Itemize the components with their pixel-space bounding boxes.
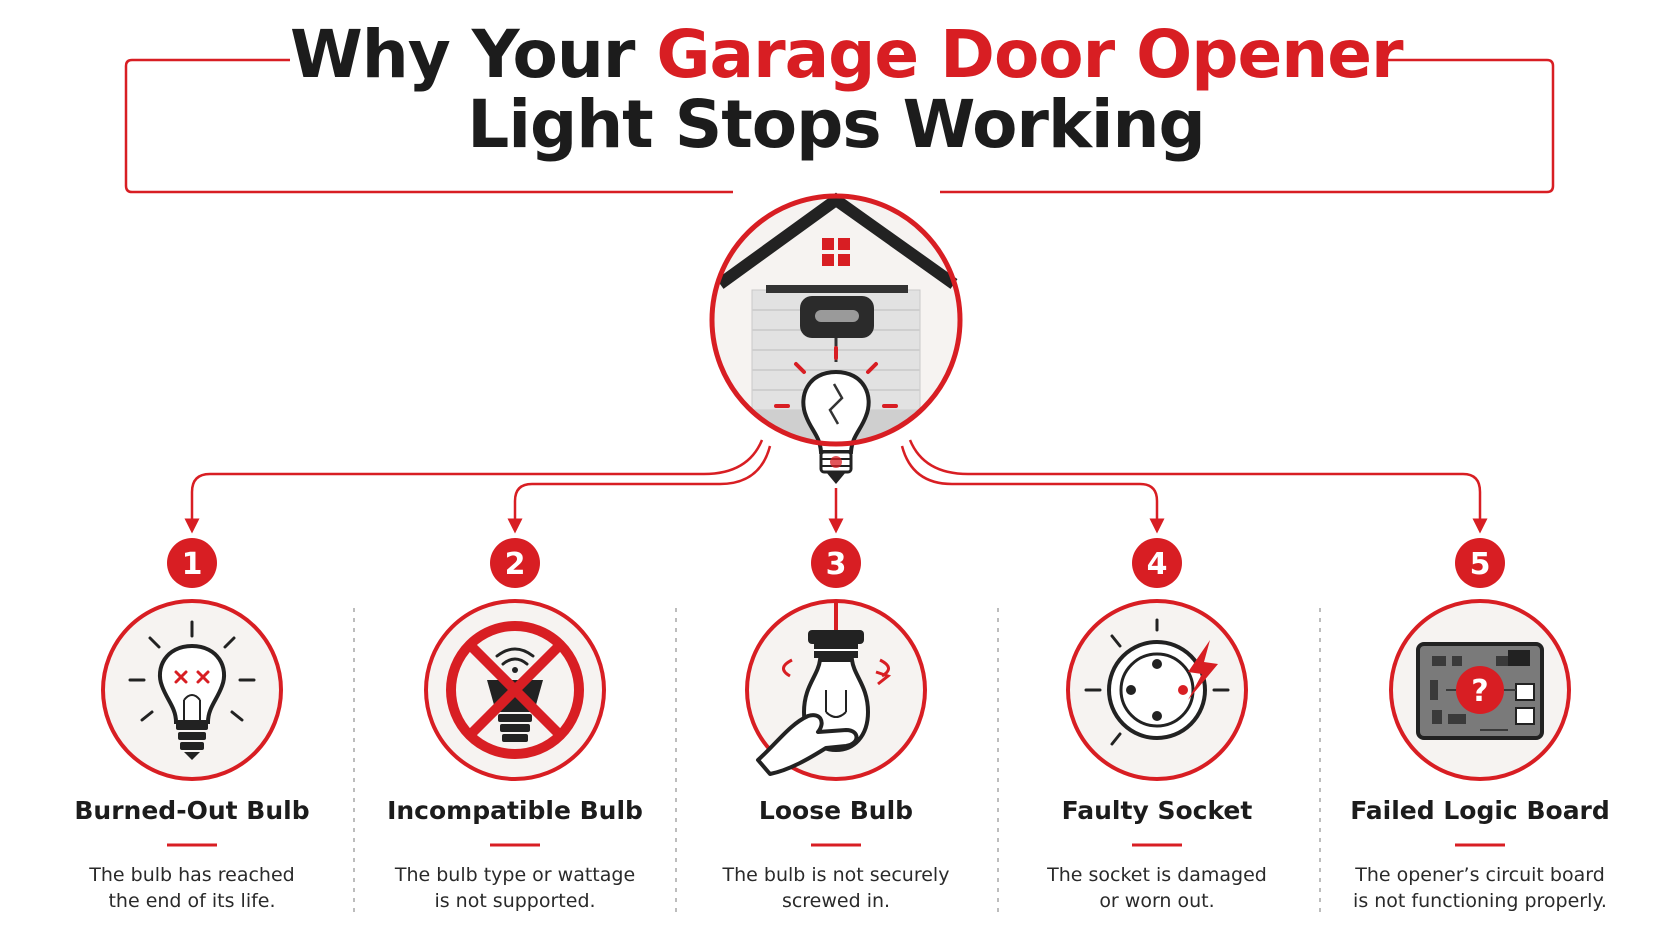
connector-5	[908, 439, 1488, 534]
cause-title-2: Incompatible Bulb	[387, 796, 643, 825]
cause-description-4: The socket is damaged or worn out.	[1007, 862, 1307, 914]
cause-description-1-line-1: The bulb has reached	[89, 864, 295, 886]
cause-description-3: The bulb is not securely screwed in.	[686, 862, 986, 914]
title-accent: Garage Door Opener	[656, 16, 1403, 93]
cause-description-4-line-1: The socket is damaged	[1047, 864, 1267, 886]
window-icon	[822, 238, 850, 266]
circuit-board-question-icon	[1416, 642, 1544, 740]
title-prefix: Why Your	[290, 16, 657, 93]
cause-title-5: Failed Logic Board	[1350, 796, 1610, 825]
title-line-1: Why Your Garage Door Opener	[290, 22, 1404, 88]
connector-2	[507, 445, 772, 534]
cause-description-5-line-2: is not functioning properly.	[1353, 890, 1607, 912]
connector-lines	[184, 439, 1488, 534]
cracked-bulb-icon	[801, 369, 871, 484]
title-line-2: Light Stops Working	[467, 86, 1205, 163]
cause-description-4-line-2: or worn out.	[1099, 890, 1215, 912]
roof-icon	[716, 192, 958, 289]
burned-out-bulb-icon	[128, 620, 256, 760]
opener-rail	[766, 285, 908, 293]
cause-description-5: The opener’s circuit board is not functi…	[1330, 862, 1630, 914]
connector-1	[184, 439, 764, 534]
cause-description-5-line-1: The opener’s circuit board	[1355, 864, 1605, 886]
cause-title-4: Faulty Socket	[1061, 796, 1253, 825]
hand-twisting-bulb-icon	[756, 602, 892, 776]
cause-description-2: The bulb type or wattage is not supporte…	[365, 862, 665, 914]
connector-4	[900, 445, 1165, 534]
hero-illustration	[709, 192, 963, 484]
prohibited-led-bulb-icon	[446, 621, 584, 759]
column-dividers	[353, 608, 1321, 912]
cause-description-3-line-2: screwed in.	[781, 890, 891, 912]
cause-description-3-line-1: The bulb is not securely	[722, 864, 950, 886]
cause-title-3: Loose Bulb	[758, 796, 914, 825]
title-frame	[124, 58, 1555, 194]
cause-title-1: Burned-Out Bulb	[74, 796, 310, 825]
cause-description-1: The bulb has reached the end of its life…	[42, 862, 342, 914]
cause-description-2-line-2: is not supported.	[434, 890, 596, 912]
cause-description-1-line-2: the end of its life.	[108, 890, 276, 912]
cause-description-2-line-1: The bulb type or wattage	[394, 864, 636, 886]
sparking-socket-icon	[1084, 618, 1230, 746]
